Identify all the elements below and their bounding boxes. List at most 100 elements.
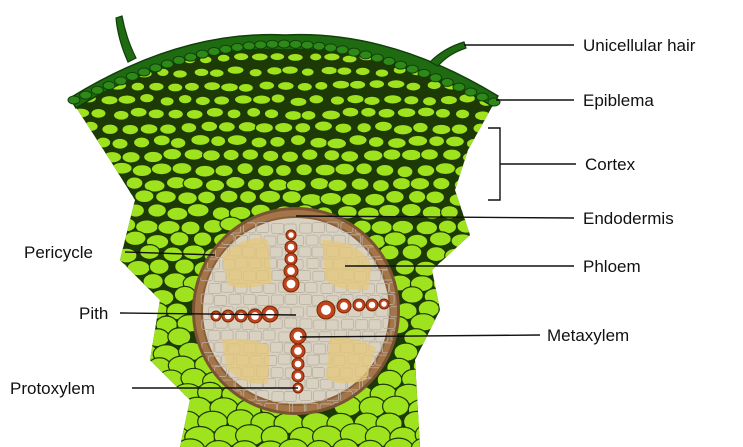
cortex-cell — [163, 148, 182, 159]
cortex-cell — [487, 439, 514, 447]
cortex-cell — [62, 204, 83, 217]
cortex-cell — [170, 232, 189, 246]
cortex-cell — [349, 135, 367, 146]
cortex-cell — [364, 96, 380, 105]
cortex-cell — [55, 165, 73, 177]
cortex-cell — [335, 163, 355, 175]
label-protoxylem: Protoxylem — [10, 379, 95, 398]
cortex-cell — [95, 166, 111, 178]
cortex-cell — [417, 165, 435, 177]
cortex-cell — [433, 177, 450, 189]
cortex-cell — [220, 190, 238, 203]
cortex-cell — [435, 108, 450, 118]
cortex-cell — [75, 274, 97, 290]
label-unicellular-hair: Unicellular hair — [583, 36, 696, 55]
cortex-cell — [404, 96, 419, 105]
cortex-cell — [440, 427, 469, 447]
cortex-cell — [119, 276, 142, 292]
cortex-cell — [454, 179, 473, 191]
cortex-cell — [324, 53, 340, 61]
cortex-cell — [477, 273, 500, 289]
cortex-cell — [327, 138, 347, 149]
cortex-cell — [462, 439, 491, 447]
cortex-cell — [233, 53, 248, 61]
cortex-cell — [429, 330, 455, 348]
cortex-cell — [149, 82, 164, 91]
cortex-cell — [136, 423, 164, 444]
cortex-cell — [365, 193, 385, 206]
cortex-cell — [227, 109, 241, 119]
epiblema-cell — [173, 56, 185, 64]
cortex-cell — [429, 232, 451, 246]
cortex-cell — [105, 206, 126, 219]
cortex-cell — [122, 124, 139, 134]
cortex-cell — [54, 136, 69, 147]
cortex-cell — [469, 192, 486, 205]
cortex-cell — [503, 151, 522, 162]
cortex-cell — [421, 149, 439, 160]
cortex-cell — [401, 149, 421, 160]
xylem-vessel-lumen — [295, 361, 302, 368]
cortex-cell — [483, 151, 500, 162]
xylem-vessel-lumen — [251, 312, 259, 320]
cortex-cell — [474, 329, 498, 347]
cortex-cell — [96, 137, 111, 148]
cortex-cell — [259, 190, 281, 203]
cortex-cell — [61, 342, 84, 360]
epiblema-cell — [80, 91, 92, 99]
cortex-cell — [413, 122, 429, 132]
cortex-bracket — [488, 128, 576, 200]
cortex-cell — [181, 123, 197, 133]
cortex-cell — [125, 231, 146, 245]
cortex-cell — [443, 149, 462, 160]
cortex-cell — [451, 124, 468, 134]
cortex-cell — [223, 149, 239, 160]
cortex-cell — [301, 110, 316, 120]
cortex-cell — [439, 302, 464, 319]
cortex-cell — [397, 108, 416, 118]
cortex-cell — [455, 317, 481, 334]
cortex-cell — [383, 149, 401, 160]
cortex-cell — [195, 96, 210, 105]
cortex-cell — [474, 111, 491, 121]
epiblema-cell — [325, 44, 337, 52]
cortex-cell — [351, 178, 369, 190]
cortex-cell — [203, 150, 221, 161]
label-pith: Pith — [79, 304, 108, 323]
cortex-cell — [475, 234, 494, 248]
cortex-cell — [482, 357, 509, 376]
cortex-cell — [259, 81, 275, 90]
cortex-cell — [347, 94, 364, 103]
epiblema-cell — [360, 51, 372, 59]
cortex-cell — [451, 234, 473, 248]
cortex-cell — [395, 260, 414, 275]
cortex-cell — [125, 412, 150, 433]
xylem-vessel-lumen — [294, 332, 303, 341]
cortex-cell — [349, 80, 365, 89]
cortex-cell — [92, 221, 113, 235]
cortex-cell — [413, 357, 439, 376]
cortex-cell — [71, 439, 101, 447]
cortex-cell — [105, 289, 129, 305]
cortex-cell — [255, 123, 273, 133]
cortex-cell — [226, 176, 245, 188]
epiblema-cell — [196, 50, 208, 58]
cortex-cell — [172, 163, 192, 175]
cortex-cell — [498, 369, 523, 388]
cortex-cell — [83, 121, 98, 131]
cortex-cell — [446, 136, 465, 147]
cortex-cell — [361, 107, 377, 117]
cortex-cell — [473, 123, 488, 133]
cortex-cell — [127, 440, 154, 447]
cortex-cell — [227, 66, 244, 74]
cortex-cell — [71, 108, 89, 118]
cortex-cell — [129, 314, 154, 331]
cortex-cell — [134, 137, 150, 148]
cortex-cell — [160, 124, 177, 134]
cortex-cell — [455, 109, 469, 119]
cortex-cell — [71, 218, 91, 232]
cortex-cell — [477, 411, 503, 432]
cortex-cell — [242, 149, 259, 160]
cortex-cell — [275, 165, 291, 177]
epiblema-cell — [243, 42, 255, 50]
